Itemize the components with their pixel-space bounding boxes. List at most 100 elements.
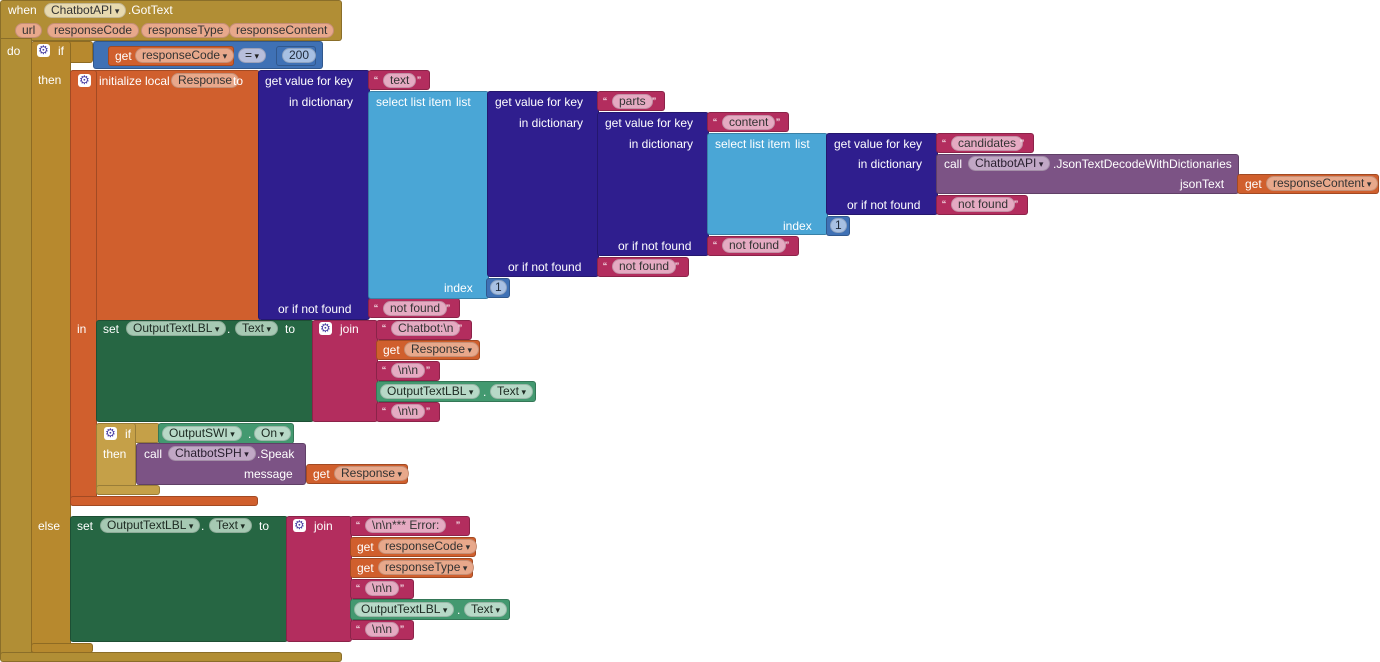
chatbot-prefix-field[interactable]: Chatbot:\n <box>391 321 461 336</box>
param-responsetype[interactable]: responseType <box>141 23 231 38</box>
list1-list-label: list <box>456 95 471 109</box>
dict-lookup-parts[interactable] <box>487 91 599 277</box>
if-else-left-arm <box>31 41 71 653</box>
cond-number-field[interactable]: 200 <box>282 48 317 63</box>
message-var-dropdown[interactable]: Response <box>334 466 410 481</box>
error-prefix-field[interactable]: \n\n*** Error: <box>365 518 447 533</box>
list2-index-label: index <box>783 219 812 233</box>
join-label: join <box>340 322 359 336</box>
join-gear-icon[interactable] <box>293 517 306 533</box>
jsontext-label: jsonText <box>1180 177 1225 191</box>
quote-close-icon: ” <box>417 74 421 88</box>
else-set-component-dropdown[interactable]: OutputTextLBL <box>100 518 201 533</box>
join-gear-icon[interactable] <box>319 320 332 336</box>
getter-component-dropdown-1[interactable]: OutputTextLBL <box>380 384 481 399</box>
dict2-notfound-label: or if not found <box>508 260 582 274</box>
list2-list-label: list <box>795 137 810 151</box>
cond-var-dropdown[interactable]: responseCode <box>135 48 235 63</box>
notfound-field-4[interactable]: not found <box>951 197 1016 212</box>
response-var-dropdown-1[interactable]: Response <box>404 342 480 357</box>
if-else-bottom-bar <box>31 643 93 653</box>
set-output-text-else[interactable] <box>70 516 288 642</box>
newline-field-3[interactable]: \n\n <box>365 581 400 596</box>
param-responsecontent[interactable]: responseContent <box>229 23 335 38</box>
newline-field-4[interactable]: \n\n <box>365 622 400 637</box>
quote-close-icon: ” <box>1014 198 1018 212</box>
init-local-block[interactable] <box>70 70 260 322</box>
quote-open-icon: “ <box>942 137 946 151</box>
getter-component-dropdown-2[interactable]: OutputTextLBL <box>354 602 455 617</box>
get-label: get <box>357 540 374 554</box>
set-label: set <box>77 519 94 533</box>
inner-then-label: then <box>103 447 127 461</box>
newline-field-1[interactable]: \n\n <box>391 363 426 378</box>
responsecode-var-dropdown[interactable]: responseCode <box>378 539 478 554</box>
param-url[interactable]: url <box>15 23 43 38</box>
cond-operator-dropdown[interactable]: = <box>238 48 267 63</box>
join-block-else[interactable] <box>286 516 352 642</box>
quote-close-icon: ” <box>1020 137 1024 151</box>
getter-property-dropdown-1[interactable]: Text <box>490 384 534 399</box>
select-list-item-2[interactable] <box>707 133 828 235</box>
init-local-bottom-bar <box>70 496 258 506</box>
notfound-field-3[interactable]: not found <box>722 238 787 253</box>
speak-call-label: call <box>144 447 163 461</box>
responsetype-var-dropdown[interactable]: responseType <box>378 560 475 575</box>
join-block-then[interactable] <box>312 320 378 422</box>
cond-get-label: get <box>115 49 132 63</box>
decode-component-dropdown[interactable]: ChatbotAPI <box>968 156 1051 171</box>
responsecontent-var-dropdown[interactable]: responseContent <box>1266 176 1379 191</box>
quote-close-icon: ” <box>400 582 404 596</box>
newline-field-2[interactable]: \n\n <box>391 404 426 419</box>
local-var-name-field[interactable]: Response <box>171 73 240 88</box>
then-label: then <box>38 73 62 87</box>
param-responsecode[interactable]: responseCode <box>47 23 140 38</box>
switch-property-dropdown[interactable]: On <box>254 426 292 441</box>
set-output-text-then[interactable] <box>96 320 314 422</box>
else-set-property-dropdown[interactable]: Text <box>209 518 253 533</box>
message-label: message <box>244 467 293 481</box>
index-field-1[interactable]: 1 <box>490 280 507 295</box>
index-field-2[interactable]: 1 <box>830 218 847 233</box>
set-property-dropdown[interactable]: Text <box>235 321 279 336</box>
quote-open-icon: “ <box>713 239 717 253</box>
quote-close-icon: ” <box>675 260 679 274</box>
key-content-field[interactable]: content <box>722 115 776 130</box>
dict-lookup-text[interactable] <box>258 70 370 320</box>
init-local-gear-icon[interactable] <box>78 72 91 88</box>
quote-close-icon: ” <box>446 302 450 316</box>
key-text-field[interactable]: text <box>383 73 417 88</box>
list1-index-label: index <box>444 281 473 295</box>
quote-open-icon: “ <box>382 405 386 419</box>
quote-close-icon: ” <box>776 116 780 130</box>
event-component-dropdown[interactable]: ChatbotAPI <box>44 3 127 18</box>
quote-open-icon: “ <box>603 95 607 109</box>
list2-select-label: select list item <box>715 137 791 151</box>
inner-if-label: if <box>125 427 131 441</box>
notfound-field-1[interactable]: not found <box>383 301 448 316</box>
set-component-dropdown[interactable]: OutputTextLBL <box>126 321 227 336</box>
select-list-item-1[interactable] <box>368 91 489 299</box>
quote-open-icon: “ <box>942 198 946 212</box>
quote-close-icon: ” <box>426 405 430 419</box>
quote-open-icon: “ <box>603 260 607 274</box>
set-label: set <box>103 322 120 336</box>
speech-component-dropdown[interactable]: ChatbotSPH <box>168 446 256 461</box>
if-mutator-gear-icon[interactable] <box>37 42 50 58</box>
notfound-field-2[interactable]: not found <box>612 259 677 274</box>
quote-close-icon: ” <box>458 322 462 336</box>
dict-lookup-content[interactable] <box>597 112 709 256</box>
switch-component-dropdown[interactable]: OutputSWI <box>162 426 242 441</box>
dict-lookup-candidates[interactable] <box>826 133 938 215</box>
key-candidates-field[interactable]: candidates <box>951 136 1024 151</box>
getter-property-dropdown-2[interactable]: Text <box>464 602 508 617</box>
quote-open-icon: “ <box>356 519 360 533</box>
inner-if-gear-icon[interactable] <box>104 425 117 441</box>
key-parts-field[interactable]: parts <box>612 94 653 109</box>
dot-label: . <box>457 603 461 617</box>
if-label: if <box>58 44 64 58</box>
list1-select-label: select list item <box>376 95 452 109</box>
dict3-key-label: get value for key <box>605 116 694 130</box>
dict1-indict-label: in dictionary <box>289 95 354 109</box>
event-when-label: when <box>8 3 37 17</box>
